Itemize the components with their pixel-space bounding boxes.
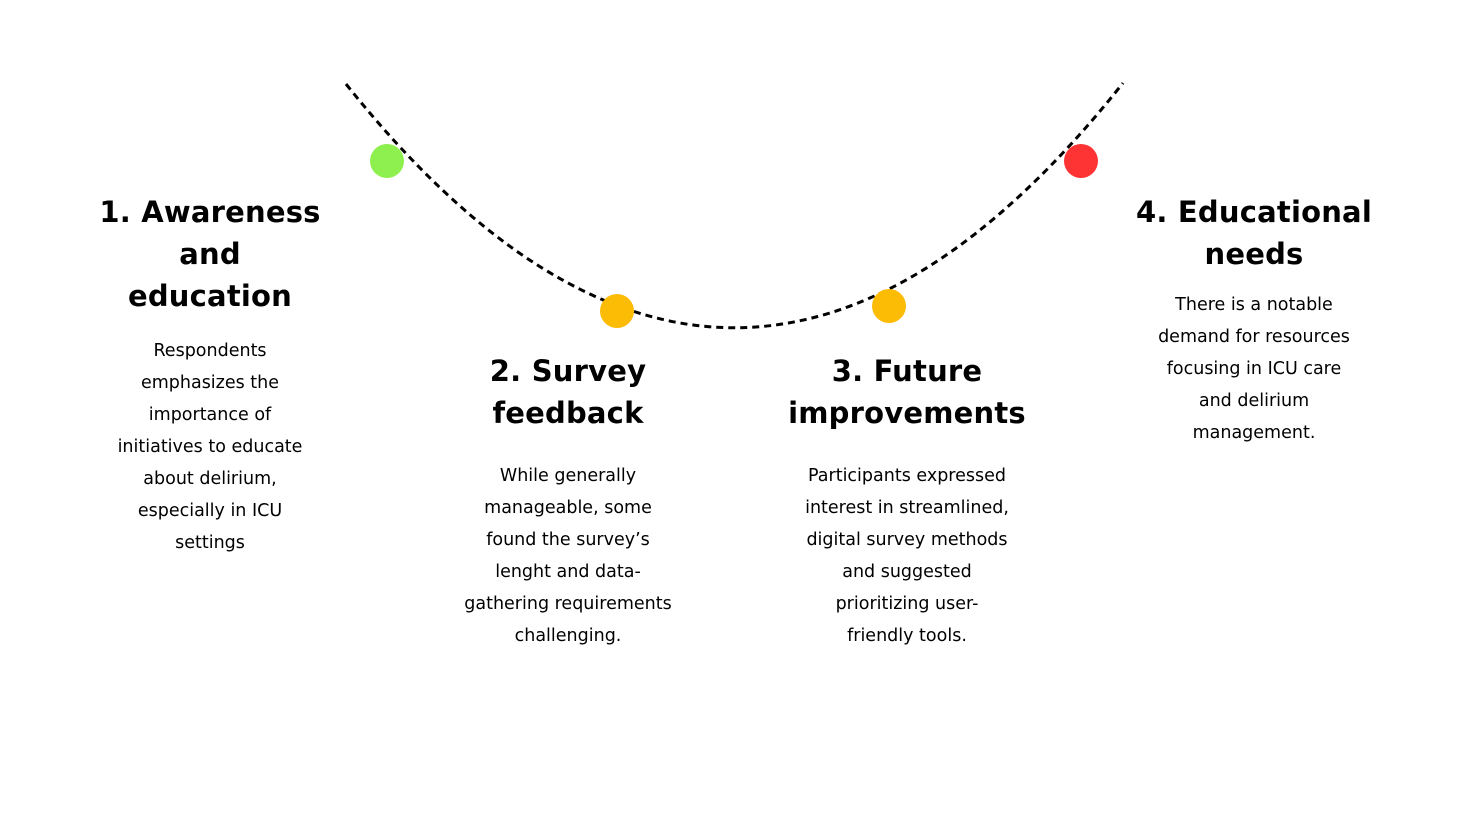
step-awareness-education: 1. Awareness and education Respondents e… [70,191,350,559]
step-title: 1. Awareness and education [70,191,350,317]
step-title-line: 3. Future [831,354,983,388]
step-title-line: feedback [492,396,644,430]
marker-step-3 [872,289,906,323]
step-title-line: needs [1204,237,1304,271]
step-educational-needs: 4. Educational needs There is a notable … [1124,191,1384,449]
marker-step-4 [1064,144,1098,178]
step-title-line: 2. Survey [489,354,647,388]
marker-step-1 [370,144,404,178]
step-title: 3. Future improvements [776,350,1038,434]
step-description: There is a notable demand for resources … [1158,295,1350,443]
step-title: 2. Survey feedback [448,350,688,434]
step-title-line: education [127,279,292,313]
step-description: While generally manageable, some found t… [464,466,672,646]
step-title: 4. Educational needs [1124,191,1384,275]
step-description: Participants expressed interest in strea… [805,466,1009,646]
step-title-line: 4. Educational [1136,195,1372,229]
step-title-line: improvements [788,396,1026,430]
marker-step-2 [600,294,634,328]
step-future-improvements: 3. Future improvements Participants expr… [776,350,1038,652]
dashed-curve [344,82,1125,330]
step-title-line: 1. Awareness and [99,195,321,271]
step-description: Respondents emphasizes the importance of… [117,341,303,553]
step-survey-feedback: 2. Survey feedback While generally manag… [448,350,688,652]
